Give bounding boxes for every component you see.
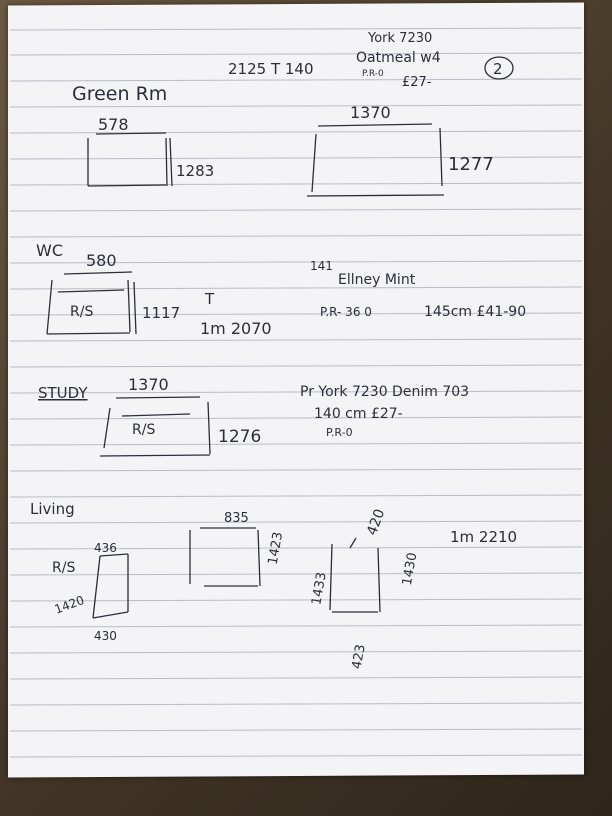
green-room-title: Green Rm [72,83,167,105]
green-room-left-side: 1283 [176,162,214,180]
living-w1: 436 [94,541,117,555]
study-rect [99,401,211,457]
study-top: 1370 [128,375,169,394]
green-room-right-top: 1370 [350,103,391,122]
living-h1: 1420 [53,593,86,617]
wc-code: 141 [310,259,333,273]
study-fabric: Pr York 7230 Denim 703 [300,384,469,400]
living-h3b: 1430 [400,551,421,586]
page-number-circle [484,56,514,80]
wc-t: T [204,290,215,308]
living-meters: 1m 2210 [450,528,517,546]
green-room-left-topline [95,132,167,135]
green-room-left-top: 578 [98,115,129,134]
header-dims: 2125 T 140 [228,60,314,78]
wc-rect [46,279,137,335]
ruled-lines [9,27,583,758]
living-h2: 1423 [266,531,287,566]
wc-title: WC [36,241,63,260]
living-b1: 430 [94,629,117,643]
living-rs: R/S [52,560,75,576]
study-topline [115,396,201,399]
wc-pr: P.R- 36 0 [320,305,372,319]
living-h3a: 1433 [309,571,330,606]
wc-meters: 1m 2070 [200,319,272,338]
wc-side: 1117 [142,304,180,322]
green-room-left-rect [87,137,173,187]
living-w3: 420 [364,507,388,538]
green-room-right-side: 1277 [448,154,494,175]
wc-box-label: R/S [70,304,93,320]
study-title: STUDY [38,384,88,402]
study-box-label: R/S [132,422,155,438]
header-pr: P.R-0 [362,69,384,79]
living-title: Living [30,500,75,518]
living-rect-1 [92,553,129,619]
wc-price: 145cm £41-90 [424,304,526,320]
living-rect-2 [189,527,261,587]
header-price: £27- [402,75,432,90]
wc-topline [63,271,133,275]
wc-paint: Ellney Mint [338,272,416,288]
wc-top: 580 [86,251,117,270]
living-rect-3 [329,537,381,613]
green-room-right-topline [317,123,433,127]
header-oatmeal: Oatmeal w4 [356,50,441,66]
living-b3: 423 [350,643,369,670]
green-room-right-rect [306,127,445,197]
page-number: 2 [493,60,503,78]
living-w2: 835 [224,511,249,526]
study-side: 1276 [218,427,261,447]
study-pr: P.R-0 [326,426,353,439]
study-price: 140 cm £27- [314,406,403,422]
header-york: York 7230 [367,31,432,46]
